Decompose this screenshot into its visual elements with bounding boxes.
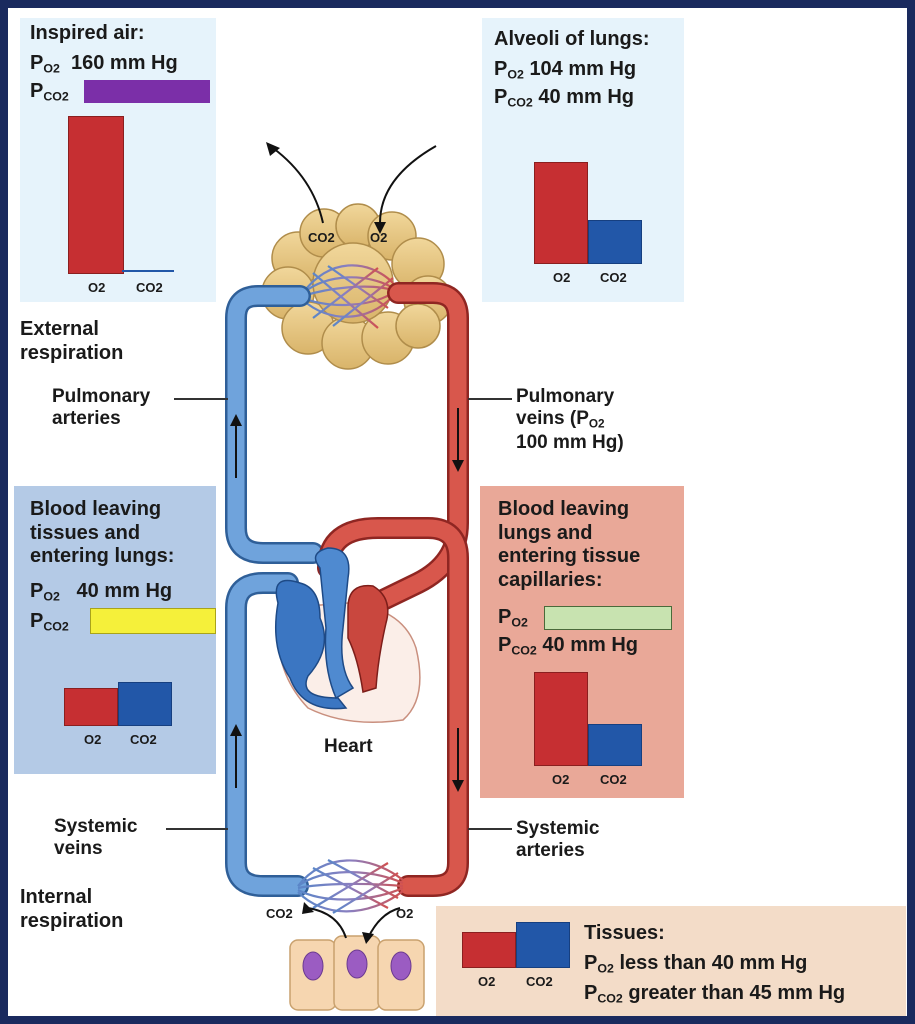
tissues-co2-bar — [516, 922, 570, 968]
inspired-air-title: Inspired air: — [30, 22, 145, 44]
inspired-air-co2-bar — [122, 270, 174, 272]
systemic-veins-leader — [166, 828, 228, 830]
pulmonary-veins-label: Pulmonary veins (PO2 100 mm Hg) — [516, 386, 624, 453]
alveoli-co2-bar — [588, 220, 642, 264]
blood-to-lungs-co2-bar — [118, 682, 172, 726]
tissue-o2-label: O2 — [396, 906, 414, 921]
blood-to-tissues-o2-bar — [534, 672, 588, 766]
lung-gas-arrows — [272, 145, 437, 224]
blood-to-tissues-title: Blood leaving lungs and entering tissue … — [498, 498, 641, 591]
blood-to-lungs-co2-label: CO2 — [130, 732, 157, 747]
tissues-pco2: PCO2 greater than 45 mm Hg — [584, 982, 846, 1006]
alveoli-pco2: PCO2 40 mm Hg — [494, 86, 634, 110]
blood-to-tissues-co2-label: CO2 — [600, 772, 627, 787]
alveoli-o2-label: O2 — [553, 270, 571, 285]
blood-to-tissues-po2: PO2 — [498, 606, 528, 630]
lung-o2-label: O2 — [370, 230, 388, 245]
inspired-air-po2: PO2 160 mm Hg — [30, 52, 178, 76]
blood-to-lungs-o2-bar — [64, 688, 118, 726]
inspired-air-co2-label: CO2 — [136, 280, 163, 295]
alveoli-title: Alveoli of lungs: — [494, 28, 650, 50]
blood-to-lungs-po2: PO2 40 mm Hg — [30, 580, 173, 604]
pulmonary-veins-leader — [468, 398, 512, 400]
heart-illustration — [275, 547, 421, 724]
blood-to-lungs-title: Blood leaving tissues and entering lungs… — [30, 498, 175, 568]
lung-co2-label: CO2 — [308, 230, 335, 245]
tissues-o2-label: O2 — [478, 974, 496, 989]
tissue-co2-label: CO2 — [266, 906, 293, 921]
circulation-diagram — [225, 142, 469, 1011]
heart-label: Heart — [324, 736, 373, 757]
tissue-cells — [289, 935, 425, 1011]
inspired-air-o2-label: O2 — [88, 280, 106, 295]
blood-to-tissues-pco2: PCO2 40 mm Hg — [498, 634, 638, 658]
diagram-frame: Inspired air: PO2 160 mm Hg PCO2 O2 CO2 … — [8, 8, 907, 1016]
blood-to-lungs-o2-label: O2 — [84, 732, 102, 747]
pulmonary-capillaries — [302, 263, 394, 329]
tissues-co2-label: CO2 — [526, 974, 553, 989]
tissues-title: Tissues: — [584, 922, 665, 944]
flow-arrows — [235, 408, 459, 788]
tissues-po2: PO2 less than 40 mm Hg — [584, 952, 808, 976]
inspired-air-o2-bar — [68, 116, 124, 274]
inspired-air-pco2: PCO2 — [30, 80, 69, 104]
blood-to-tissues-o2-label: O2 — [552, 772, 570, 787]
systemic-capillaries — [297, 858, 404, 918]
blood-to-tissues-co2-bar — [588, 724, 642, 766]
alveoli-o2-bar — [534, 162, 588, 264]
blood-to-tissues-po2-bar — [544, 606, 672, 630]
tissues-o2-bar — [462, 932, 516, 968]
systemic-arteries-leader — [468, 828, 512, 830]
alveoli-co2-label: CO2 — [600, 270, 627, 285]
inspired-air-pco2-bar — [84, 80, 210, 103]
blood-to-lungs-pco2: PCO2 — [30, 610, 69, 634]
pulmonary-arteries-leader — [174, 398, 228, 400]
blood-to-lungs-pco2-bar — [90, 608, 216, 634]
alveoli-po2: PO2 104 mm Hg — [494, 58, 637, 82]
